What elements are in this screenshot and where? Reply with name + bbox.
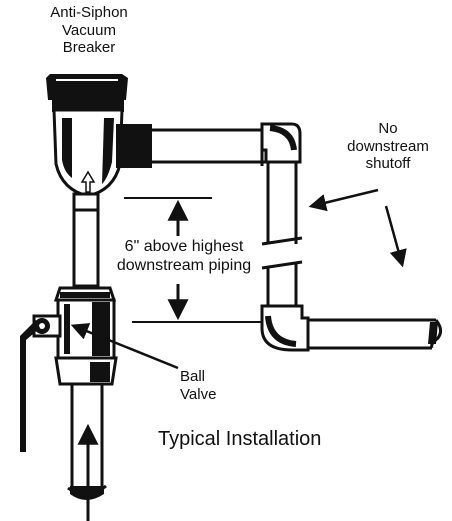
- vacuum-breaker-label-line-2: Vacuum: [62, 21, 116, 39]
- pipe-cut-end: [430, 319, 443, 349]
- vacuum-breaker-label-line-1: Anti-Siphon: [50, 4, 128, 21]
- no-shutoff-arrow-left: [308, 188, 379, 212]
- upper-elbow: [260, 122, 302, 164]
- valve-handle[interactable]: [20, 320, 40, 452]
- breaker-outlet: [116, 124, 152, 168]
- vacuum-breaker: [46, 74, 152, 212]
- breaker-cap: [46, 74, 128, 100]
- downstream-vertical-pipe: [261, 162, 303, 308]
- pipe-break-mark-top: [261, 236, 303, 246]
- no-shutoff-label-line-3: shutoff: [365, 155, 411, 173]
- height-note-label: 6" above highest downstream piping: [104, 238, 264, 276]
- height-note-label-line-2: downstream piping: [116, 256, 252, 274]
- lower-elbow: [260, 304, 310, 352]
- supply-riser-pipe: [72, 208, 100, 288]
- lower-downstream-piping: [260, 304, 443, 352]
- ball-valve-label-line-2: Valve: [180, 385, 217, 403]
- no-shutoff-label-line-2: downstream: [347, 137, 429, 155]
- breaker-body-shading-right: [102, 118, 114, 184]
- height-note-label-line-1: 6" above highest: [124, 238, 244, 255]
- vacuum-breaker-label: Anti-Siphon Vacuum Breaker: [18, 4, 160, 57]
- no-shutoff-label: No downstream shutoff: [336, 120, 440, 173]
- ball-valve-callout-arrow: [70, 323, 179, 370]
- breaker-body-shading: [62, 118, 72, 178]
- height-note-backdrop: [108, 236, 260, 280]
- ball-valve-label: Ball Valve: [180, 368, 230, 403]
- breaker-flow-arrow-icon: [80, 170, 96, 193]
- ball-valve-label-line-1: Ball: [180, 368, 206, 385]
- no-shutoff-label-line-1: No: [378, 120, 398, 137]
- vacuum-breaker-label-line-3: Breaker: [62, 39, 116, 57]
- breaker-neck: [72, 192, 100, 212]
- upper-outlet-piping: [152, 122, 302, 166]
- diagram-caption: Typical Installation: [158, 428, 322, 450]
- no-shutoff-arrow-down: [384, 205, 407, 268]
